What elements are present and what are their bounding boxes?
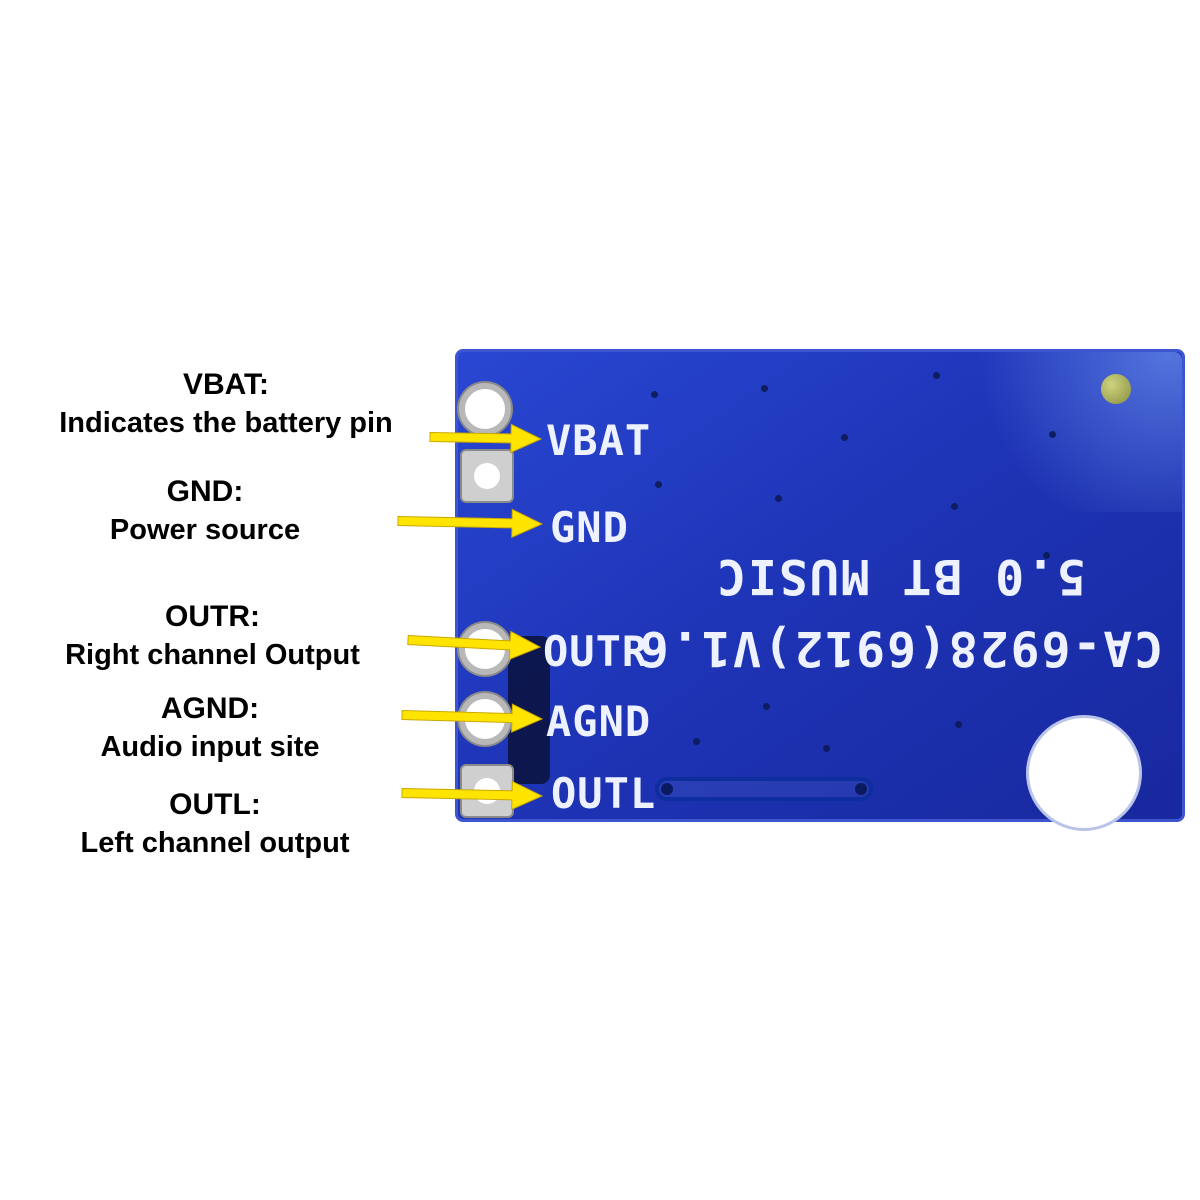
via-dot <box>761 385 768 392</box>
pad-agnd <box>459 693 511 745</box>
via-dot <box>955 721 962 728</box>
annotation-outr-description: Right channel Output <box>65 639 360 671</box>
via-dot <box>841 434 848 441</box>
annotation-agnd: AGND: Audio input site <box>45 690 375 766</box>
via-dot <box>763 703 770 710</box>
pin-label-outr: OUTR <box>543 627 649 676</box>
via-dot <box>655 481 662 488</box>
via-dot <box>951 503 958 510</box>
annotation-gnd-description: Power source <box>109 514 301 546</box>
annotation-agnd-description: Audio input site <box>100 731 320 763</box>
trace-via-left <box>661 783 673 795</box>
mounting-hole <box>1026 715 1142 831</box>
pad-gnd <box>460 449 514 503</box>
pcb-board: VBAT GND OUTR AGND OUTL CA-6928(6912)V1.… <box>455 349 1185 831</box>
via-dot <box>693 738 700 745</box>
pin-label-vbat: VBAT <box>546 416 652 465</box>
annotation-gnd-title: GND: <box>166 475 244 508</box>
annotation-outr-title: OUTR: <box>165 600 260 633</box>
annotation-vbat-title: VBAT: <box>182 368 270 401</box>
gold-test-point <box>1101 374 1131 404</box>
annotation-outr: OUTR: Right channel Output <box>20 598 405 674</box>
via-dot <box>933 372 940 379</box>
annotation-gnd: GND: Power source <box>40 473 370 549</box>
pad-outl <box>460 764 514 818</box>
via-dot <box>651 391 658 398</box>
via-dot <box>775 495 782 502</box>
silkscreen-model-text: CA-6928(6912)V1.6 <box>637 620 1164 676</box>
via-dot <box>823 745 830 752</box>
via-dot <box>1049 431 1056 438</box>
silkscreen-bt-music-text: 5.0 BT MUSIC <box>715 548 1086 604</box>
annotation-vbat-description: Indicates the battery pin <box>59 407 393 439</box>
pad-outr <box>459 623 511 675</box>
via-dot <box>1043 552 1050 559</box>
annotation-outl-title: OUTL: <box>169 788 261 821</box>
annotation-vbat: VBAT: Indicates the battery pin <box>8 366 444 442</box>
pcb-trace <box>655 777 873 801</box>
silkscreen-print: CA-6928(6912)V1.6 5.0 BT MUSIC <box>618 548 1183 676</box>
trace-via-right <box>855 783 867 795</box>
pin-label-outl: OUTL <box>551 769 657 818</box>
pin-label-gnd: GND <box>550 503 629 552</box>
pin-label-agnd: AGND <box>546 697 652 746</box>
annotation-outl: OUTL: Left channel output <box>30 786 400 862</box>
annotation-agnd-title: AGND: <box>160 692 260 725</box>
annotation-outl-description: Left channel output <box>80 827 350 859</box>
pad-vbat <box>459 383 511 435</box>
